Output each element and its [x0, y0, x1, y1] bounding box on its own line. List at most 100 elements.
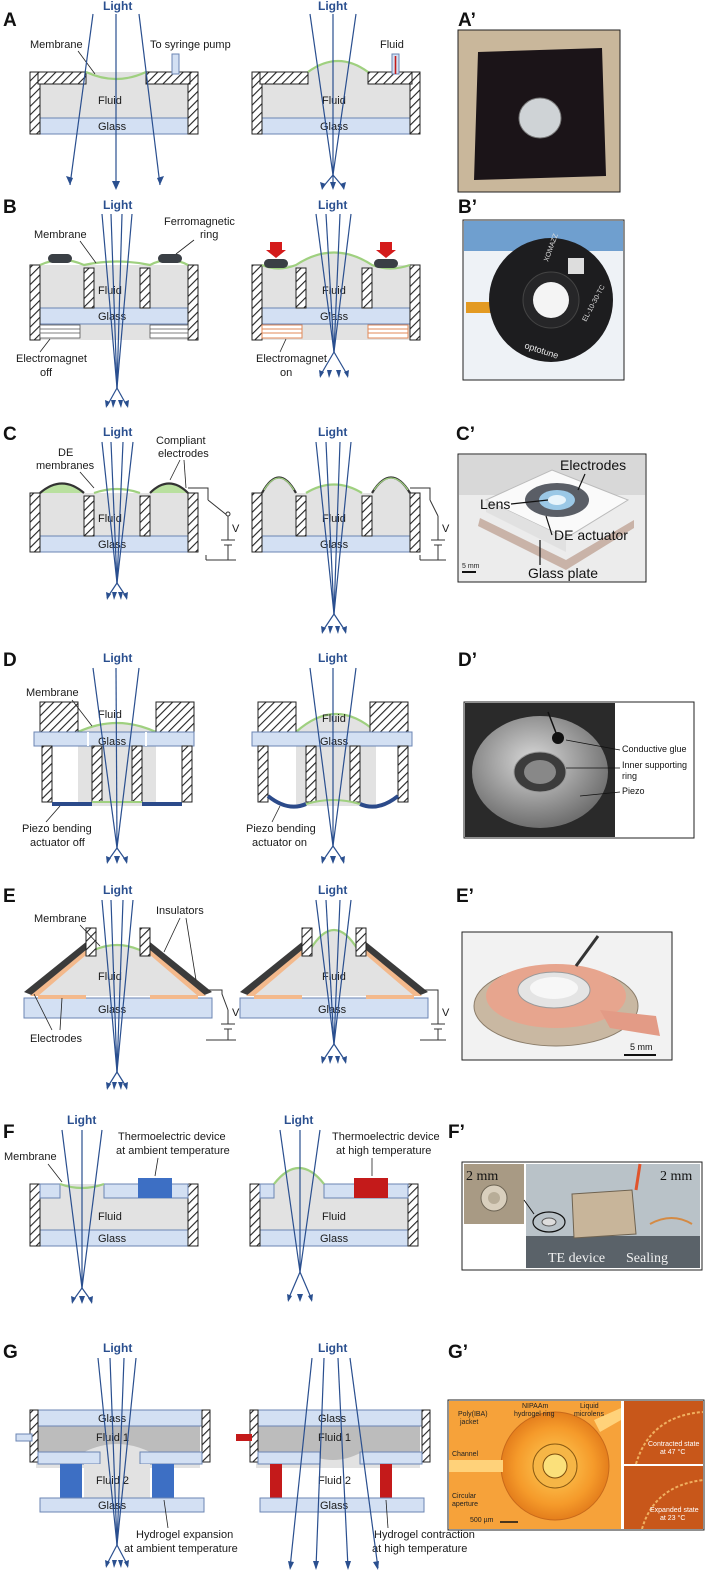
side-wall-right [409, 264, 421, 341]
leg-right [397, 745, 409, 803]
de-label-line1: DE [58, 447, 73, 459]
glass-label: Glass [320, 736, 349, 748]
row-g: G Glass Fluid 1 Fluid 2 Glass Hydrogel e… [3, 1341, 705, 1570]
g-left-device: Glass Fluid 1 Fluid 2 Glass Hydrogel exp… [15, 1341, 238, 1568]
voltage-label: V [232, 1007, 240, 1019]
side-wall-left [29, 71, 41, 135]
main-scale-label: 2 mm [660, 1169, 692, 1184]
fluid2-label: Fluid 2 [96, 1475, 129, 1487]
ray-arrows [287, 1294, 313, 1302]
de-electrode-left [263, 477, 295, 491]
lens-highlight [548, 495, 566, 505]
electromagnet-on-left [261, 324, 303, 339]
top-wall-right [145, 71, 191, 85]
syringe-label: To syringe pump [150, 39, 231, 51]
sealing-line [649, 1217, 693, 1225]
photo-ring-line1: Inner supporting [622, 760, 687, 770]
side-wall-left [29, 1183, 41, 1247]
qr-code [568, 258, 584, 274]
glass-label: Glass [320, 539, 349, 551]
glass-slab [33, 731, 195, 747]
em-off-line1: Electromagnet [16, 353, 87, 365]
em-on-line2: on [280, 367, 292, 379]
e-prime-photo: 5 mm [461, 931, 673, 1061]
voltage-circuit [188, 487, 236, 561]
inner-wall-right [139, 495, 151, 537]
inner-wall-right [355, 927, 367, 957]
mid-glass-right [359, 1451, 423, 1465]
microlens [542, 1453, 568, 1479]
force-arrow-left [266, 242, 286, 258]
piezo-on-line2: actuator on [252, 837, 307, 849]
glass-label: Glass [320, 311, 349, 323]
membrane-label: Membrane [26, 687, 79, 699]
te-ambient-line2: at ambient temperature [116, 1145, 230, 1157]
ray-arrows [321, 1056, 347, 1064]
photo-glass-plate-label: Glass plate [528, 565, 598, 581]
expansion-line2: at ambient temperature [124, 1543, 238, 1555]
membrane-bulge [309, 929, 359, 951]
light-label: Light [103, 1341, 132, 1355]
ray-arrows [319, 370, 349, 378]
leg-inner-right [349, 745, 361, 803]
contraction-leader [385, 1499, 389, 1529]
piezo-on-leader [271, 805, 281, 823]
top-block-right [155, 701, 195, 733]
electrode-slope-right [366, 950, 422, 996]
ring-label-line1: Ferromagnetic [164, 216, 235, 228]
light-rays [309, 13, 357, 189]
light-label: Light [103, 425, 132, 439]
inner-wall-left [83, 267, 95, 309]
insulators-label: Insulators [156, 905, 204, 917]
fluid2-center [84, 1464, 150, 1498]
light-rays [101, 899, 134, 1089]
inset-pointer [523, 1199, 535, 1215]
panel-label-a-prime: A’ [458, 10, 476, 31]
panel-label-g-prime: G’ [448, 1342, 468, 1363]
panel-label-c-prime: C’ [456, 424, 475, 445]
b-prime-photo: EL-10-30-TC optotune XOMAZZ [462, 219, 625, 381]
fluid1-label: Fluid 1 [318, 1432, 351, 1444]
contracted-inset [624, 1401, 703, 1464]
inner-wall-right [139, 267, 151, 309]
photo-lens-label: Lens [480, 496, 510, 512]
contraction-line1: Hydrogel contraction [374, 1529, 475, 1541]
side-wall-right [187, 71, 199, 135]
side-wall-right [201, 1409, 211, 1463]
te-device-ambient [138, 1178, 172, 1198]
flex-cable [466, 302, 496, 313]
em-on-line1: Electromagnet [256, 353, 327, 365]
lens-spot [541, 1217, 557, 1227]
voltage-label: V [442, 523, 450, 535]
de-leader [79, 471, 95, 489]
a-right-device: Fluid Glass Fluid Light [251, 0, 421, 190]
panel-label-f: F [3, 1122, 15, 1143]
de-membrane-left [39, 482, 85, 494]
light-label: Light [103, 883, 132, 897]
photo-glue-label: Conductive glue [622, 744, 687, 754]
insulators-leader-2 [185, 917, 197, 981]
glass-plate-edge [478, 518, 634, 570]
row-d: D Glass Fluid Membrane Piezo bending act… [3, 650, 695, 864]
fluid-label: Fluid [98, 95, 122, 107]
panel-label-c: C [3, 424, 17, 445]
a-left-device: Fluid Glass Membrane To syringe pump Lig… [29, 0, 231, 190]
leg-inner-left [91, 745, 103, 803]
light-label: Light [318, 425, 347, 439]
b-right-device: Fluid Glass Electromagnet on Light [251, 198, 421, 379]
g-prime-photo: Poly(IBA) jacket NIPAAm hydrogel ring Li… [447, 1399, 705, 1531]
inner-wall-right [139, 927, 151, 957]
leg-inner-left [305, 745, 317, 803]
photo-actuator-leader [545, 515, 553, 536]
expansion-leader [163, 1499, 169, 1529]
scale-label: 5 mm [630, 1042, 653, 1052]
glass-label: Glass [320, 121, 349, 133]
membrane-leader [71, 699, 93, 727]
electrode-slope-left [30, 950, 86, 996]
top-glass-label: Glass [318, 1413, 347, 1425]
membrane-bulge [273, 1167, 325, 1185]
expanded-edge [641, 1479, 704, 1530]
light-rays [97, 1357, 137, 1567]
mid-glass-right [139, 1451, 203, 1465]
